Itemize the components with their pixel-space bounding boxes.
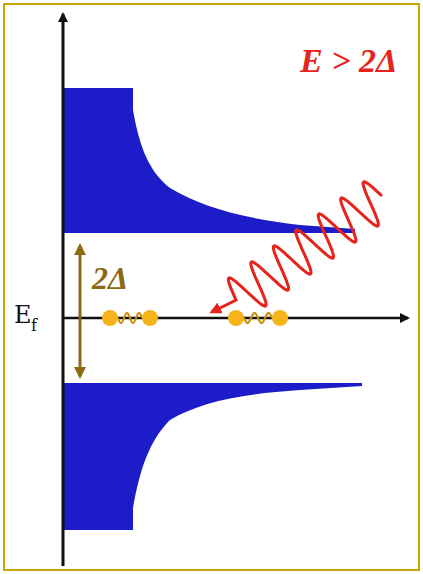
energy-axis <box>62 14 65 566</box>
electron-dot <box>228 310 244 326</box>
photon-energy-label: E > 2Δ <box>300 44 397 78</box>
electron-dot <box>272 310 288 326</box>
cooper-pair-bond <box>118 313 142 323</box>
upper-band-dos <box>63 88 355 233</box>
photon-wave <box>212 182 382 312</box>
electron-dot <box>102 310 118 326</box>
lower-band-dos <box>63 383 362 530</box>
gap-label: 2Δ <box>92 262 128 294</box>
cooper-pair-bond <box>244 313 272 323</box>
gap-arrow <box>79 246 82 376</box>
electron-dot <box>142 310 158 326</box>
fermi-energy-symbol: E <box>14 303 32 327</box>
frame <box>4 4 419 570</box>
fermi-subscript: f <box>31 318 37 334</box>
